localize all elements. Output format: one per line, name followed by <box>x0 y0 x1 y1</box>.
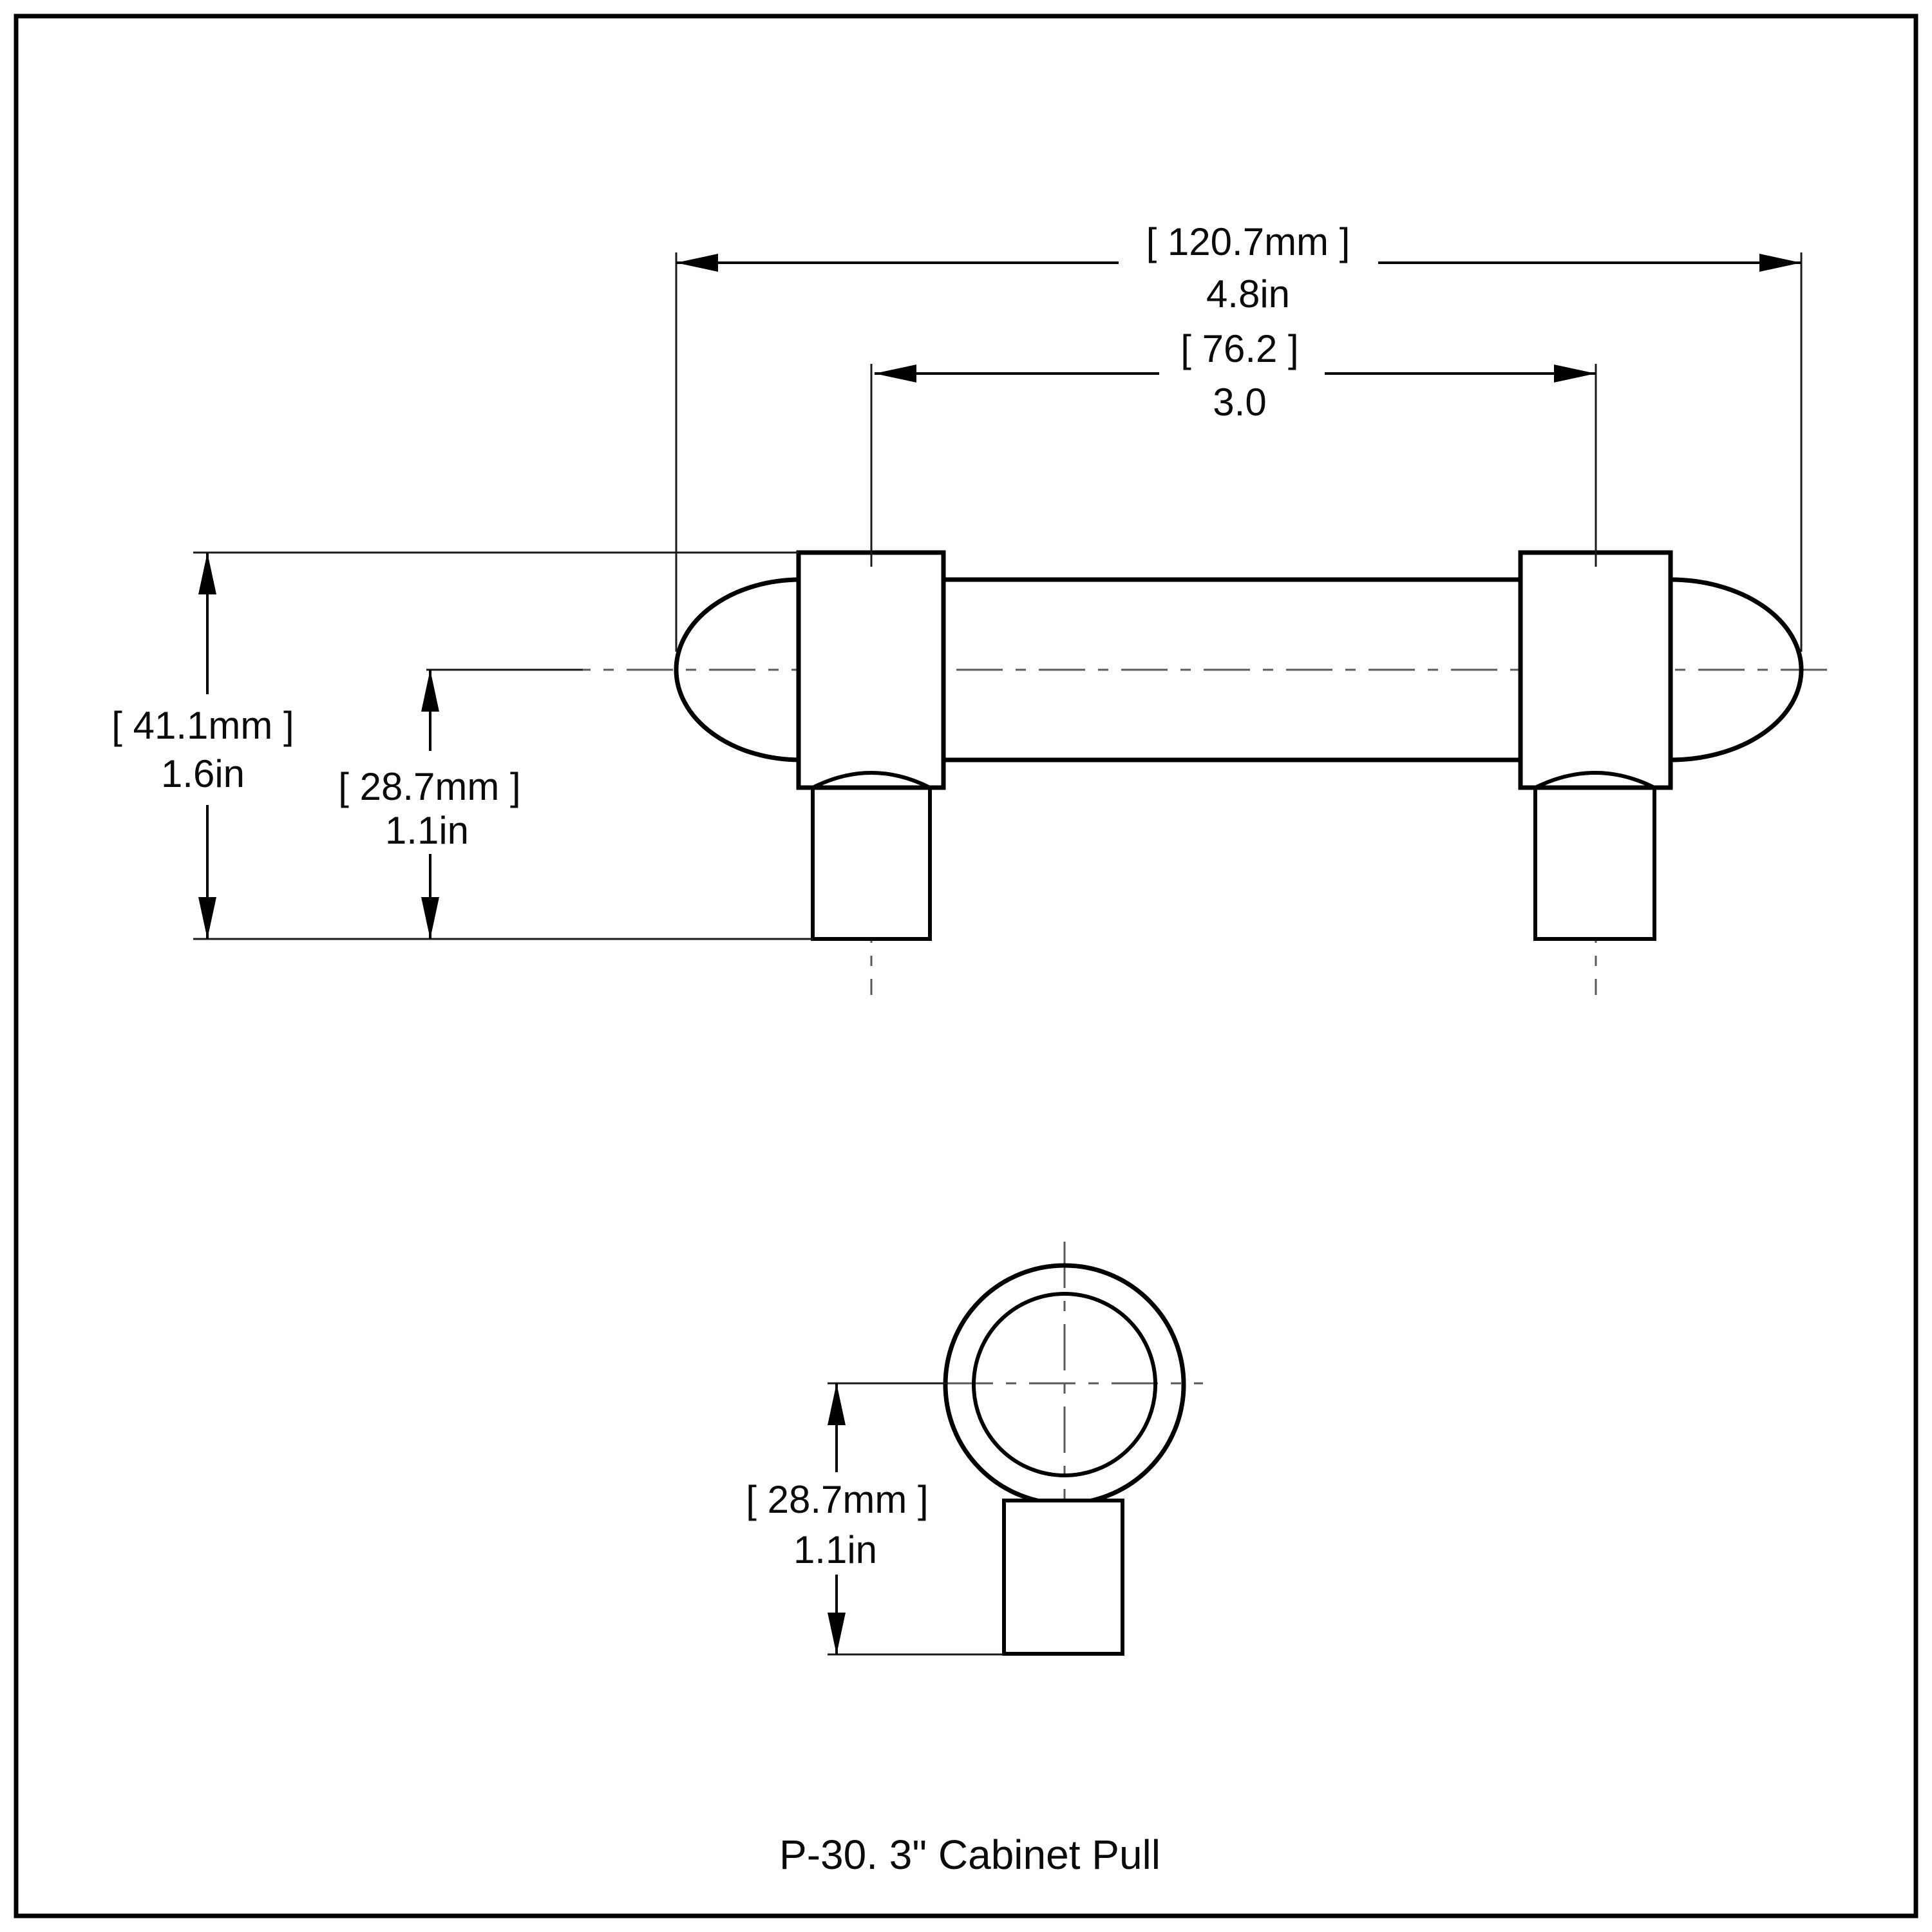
dim-overall-height-imperial: 1.6in <box>161 752 245 795</box>
arrowhead-down-icon <box>198 897 216 939</box>
section-view: [ 28.7mm ] 1.1in <box>746 1242 1203 1656</box>
front-view-extension-lines <box>193 252 1803 940</box>
right-mount-post <box>1518 550 1673 790</box>
front-view: [ 120.7mm ] 4.8in [ 76.2 ] 3.0 [ 41.1mm … <box>111 220 1832 995</box>
drawing-caption: P-30. 3" Cabinet Pull <box>779 1832 1160 1878</box>
dim-overall-height-metric: [ 41.1mm ] <box>111 704 294 747</box>
dim-overall-height: [ 41.1mm ] 1.6in <box>111 553 294 939</box>
right-screw-dome-arc <box>1534 771 1656 790</box>
left-screw-post <box>811 786 932 941</box>
section-view-centerlines <box>947 1242 1203 1526</box>
dim-center-to-center-metric: [ 76.2 ] <box>1180 327 1298 370</box>
arrowhead-up-icon <box>828 1383 846 1425</box>
dim-projection-section: [ 28.7mm ] 1.1in <box>746 1383 929 1654</box>
arrowhead-left-icon <box>875 365 916 383</box>
dim-overall-length: [ 120.7mm ] 4.8in <box>676 220 1801 316</box>
section-outline <box>943 1263 1186 1656</box>
arrowhead-down-icon <box>828 1613 846 1654</box>
dim-projection-front-metric: [ 28.7mm ] <box>338 765 520 808</box>
dim-projection-front-imperial: 1.1in <box>385 809 469 852</box>
left-screw-dome-arc <box>811 771 931 790</box>
left-end-cap <box>674 577 801 762</box>
arrowhead-up-icon <box>198 553 216 594</box>
dim-projection-section-metric: [ 28.7mm ] <box>746 1478 928 1521</box>
dim-center-to-center-imperial: 3.0 <box>1213 381 1266 424</box>
sheet-border <box>14 14 1918 1918</box>
arrowhead-down-icon <box>421 897 439 939</box>
pull-outline <box>674 550 1804 941</box>
arrowhead-up-icon <box>421 670 439 712</box>
arrowhead-right-icon <box>1554 365 1596 383</box>
dim-overall-length-imperial: 4.8in <box>1206 272 1290 316</box>
bar-inner-circle <box>972 1292 1157 1477</box>
screw-post-section <box>1002 1499 1124 1656</box>
arrowhead-right-icon <box>1759 254 1801 272</box>
section-extension-lines <box>828 1382 1004 1656</box>
right-end-cap <box>1670 577 1804 762</box>
dim-projection-section-imperial: 1.1in <box>793 1528 877 1571</box>
left-mount-post <box>796 550 946 790</box>
dim-overall-length-metric: [ 120.7mm ] <box>1146 220 1350 263</box>
arrowhead-left-icon <box>676 254 718 272</box>
dim-center-to-center: [ 76.2 ] 3.0 <box>875 327 1596 424</box>
dim-projection-front: [ 28.7mm ] 1.1in <box>338 670 521 939</box>
right-screw-post <box>1533 786 1656 941</box>
